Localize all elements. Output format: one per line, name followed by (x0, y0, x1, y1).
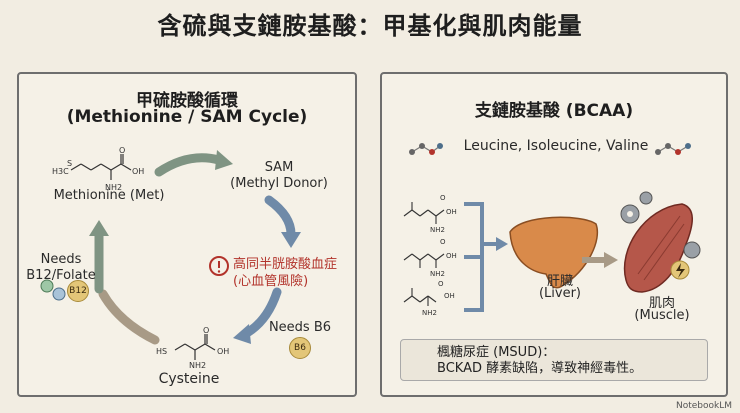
svg-text:OH: OH (446, 252, 457, 260)
valine-structure (403, 288, 437, 306)
bcaa-bracket-arrow (464, 202, 498, 312)
hyperhomocysteinemia-label: 高同半胱胺酸血症 (233, 257, 338, 272)
met-o: O (119, 146, 125, 155)
cysteine-structure (174, 334, 216, 360)
needs-b12-folate-label: B12/Folate (26, 268, 96, 283)
svg-text:O: O (440, 194, 446, 202)
isoleucine-structure (403, 253, 445, 268)
molecule-icon-left (409, 143, 443, 155)
methionine-title-zh: 甲硫胺酸循環 (136, 91, 238, 111)
warning-icon (209, 256, 229, 276)
sam-label: SAM (264, 160, 294, 175)
svg-text:NH2: NH2 (430, 226, 445, 234)
bcaa-title: 支鏈胺基酸 (BCAA) (474, 101, 634, 121)
b6-coin: B6 (289, 337, 311, 359)
liver-icon (509, 216, 599, 289)
needs-b6-label: Needs B6 (268, 320, 332, 335)
methionine-label: Methionine (Met) (53, 188, 165, 203)
muscle-sub-label: (Muscle) (634, 308, 690, 323)
svg-text:O: O (440, 238, 446, 246)
msud-title: 楓糖尿症 (MSUD)： (437, 345, 556, 360)
bcaa-names: Leucine, Isoleucine, Valine (463, 138, 649, 154)
cys-oh: OH (217, 347, 229, 356)
needs-b12-label: Needs (40, 252, 82, 267)
arrow-liver-to-muscle (604, 252, 618, 268)
svg-text:OH: OH (444, 292, 455, 300)
msud-callout: 楓糖尿症 (MSUD)： BCKAD 酵素缺陷，導致神經毒性。 (400, 339, 708, 381)
msud-description: BCKAD 酵素缺陷，導致神經毒性。 (437, 361, 643, 376)
cys-hs: HS (156, 347, 167, 356)
met-h3c: H3C (52, 167, 69, 176)
muscle-label: 肌肉 (648, 296, 675, 311)
muscle-icon (623, 203, 693, 293)
bcaa-panel: 支鏈胺基酸 (BCAA) (380, 72, 728, 397)
footer-brand: NotebookLM (675, 401, 732, 411)
folate-pill-icon (40, 279, 54, 293)
methionine-cycle-panel: 甲硫胺酸循環 (Methionine / SAM Cycle) H3C S OH… (17, 72, 357, 397)
arrow-met-to-sam (154, 153, 224, 177)
molecule-icon-right (655, 143, 691, 155)
svg-text:NH2: NH2 (422, 309, 437, 317)
cys-nh2: NH2 (189, 361, 206, 370)
page-title: 含硫與支鏈胺基酸：甲基化與肌肉能量 (157, 12, 583, 40)
bcaa-diagram: OH O NH2 OH O NH2 OH O NH2 (403, 143, 701, 370)
arrow-sam-to-hcy (264, 195, 296, 239)
cysteine-label: Cysteine (158, 371, 220, 387)
leucine-structure (403, 202, 445, 224)
svg-text:OH: OH (446, 208, 457, 216)
liver-sub-label: (Liver) (538, 286, 582, 301)
b12-coin: B12 (67, 280, 89, 302)
arrow-cys-to-met (98, 289, 160, 345)
cys-o: O (203, 326, 209, 335)
met-nh2: NH2 (105, 183, 122, 192)
methionine-cycle-diagram: H3C S OH O NH2 HS OH O NH2 (40, 146, 301, 370)
svg-text:O: O (438, 280, 444, 288)
svg-text:NH2: NH2 (430, 270, 445, 278)
methionine-structure (70, 154, 132, 180)
sam-sub-label: (Methyl Donor) (230, 176, 328, 191)
liver-label: 肝臟 (546, 274, 573, 289)
met-s: S (67, 159, 72, 168)
met-oh: OH (132, 167, 144, 176)
cardio-risk-label: (心血管風險) (233, 274, 309, 289)
methionine-title-en: (Methionine / SAM Cycle) (66, 107, 308, 127)
